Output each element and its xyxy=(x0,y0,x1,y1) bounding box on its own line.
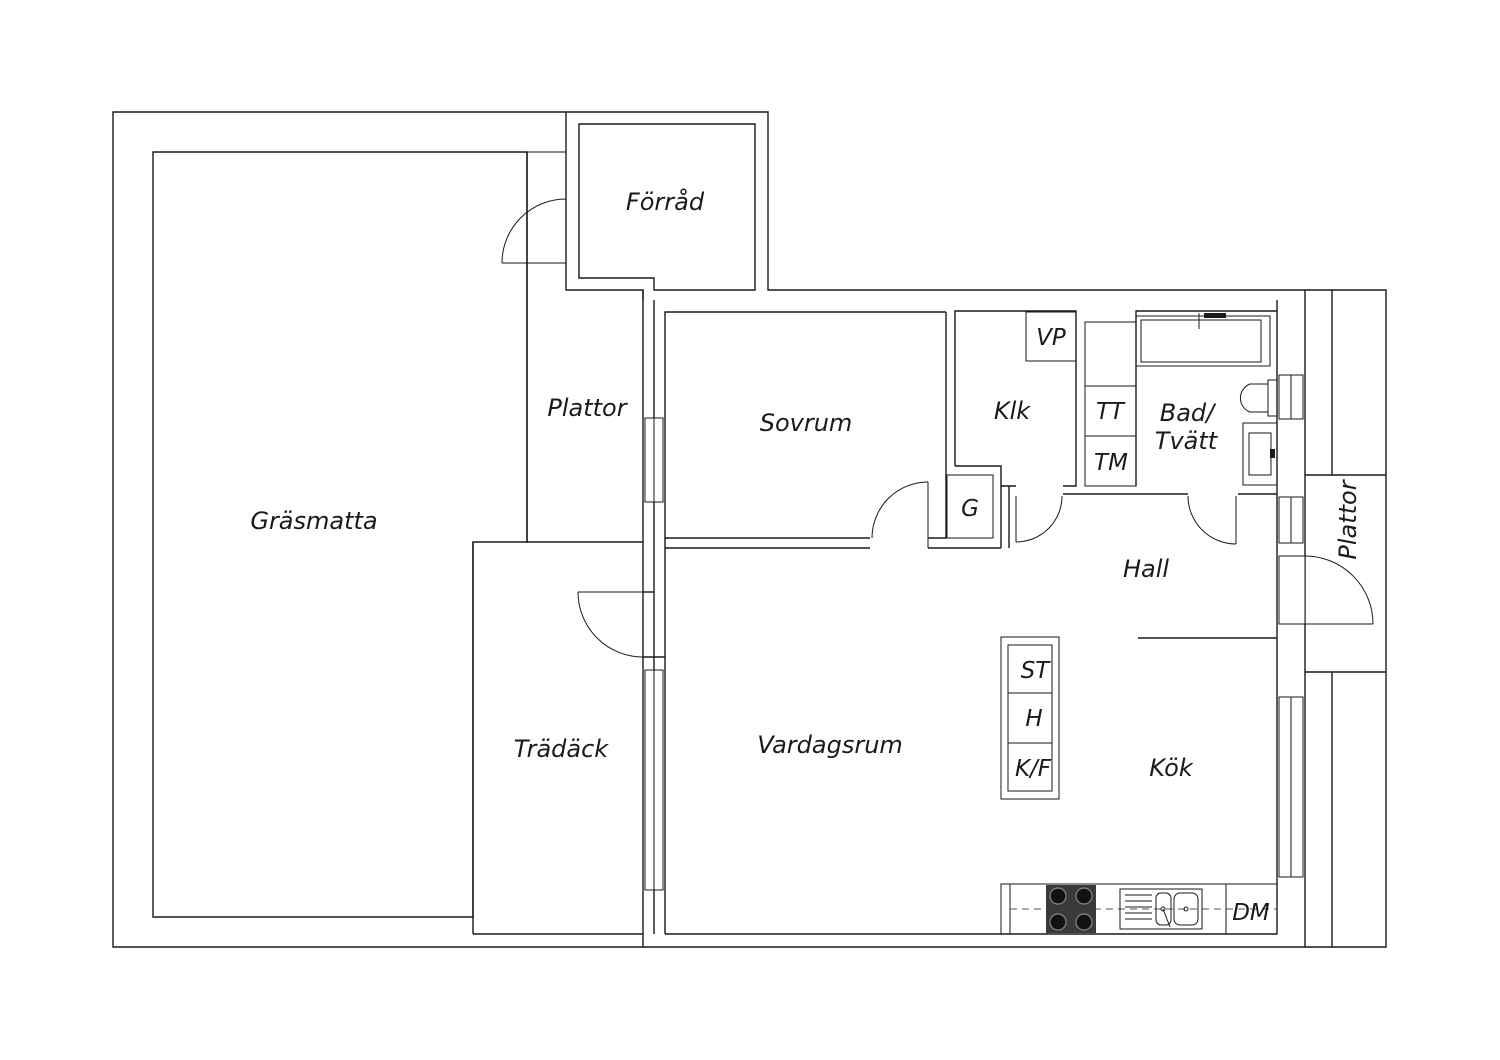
windows xyxy=(644,374,1304,891)
storage-room xyxy=(501,112,756,300)
room-labels: Förråd Plattor Gräsmatta Sovrum Klk VP G… xyxy=(250,187,1362,926)
sink-icon xyxy=(1119,888,1203,930)
deck xyxy=(472,542,665,935)
label-hall: Hall xyxy=(1123,555,1169,583)
stove-icon xyxy=(1046,885,1096,933)
label-dm: DM xyxy=(1232,900,1270,926)
label-tradack: Trädäck xyxy=(514,735,610,763)
walk-in-closet xyxy=(946,310,1077,548)
label-h: H xyxy=(1025,706,1042,732)
label-plattor-right: Plattor xyxy=(1334,478,1362,559)
label-tt: TT xyxy=(1096,399,1126,425)
bedroom xyxy=(665,312,1001,549)
label-forrad: Förråd xyxy=(626,187,705,216)
toilet-icon xyxy=(1239,379,1278,417)
hall xyxy=(1138,290,1386,947)
kitchen-counter xyxy=(1000,883,1278,935)
patio-left xyxy=(526,152,643,543)
label-bad-line1: Bad/ xyxy=(1160,399,1217,427)
label-tm: TM xyxy=(1094,450,1128,476)
label-st: ST xyxy=(1021,658,1052,684)
label-klk: Klk xyxy=(994,397,1031,425)
label-sovrum: Sovrum xyxy=(760,409,853,437)
label-plattor-left: Plattor xyxy=(547,394,628,422)
label-vp: VP xyxy=(1036,325,1066,351)
bathtub-icon xyxy=(1135,313,1271,367)
house-walls xyxy=(642,290,1306,947)
bathroom xyxy=(1063,310,1278,545)
plot-boundary xyxy=(112,111,1387,948)
label-grasmatta: Gräsmatta xyxy=(250,507,377,535)
label-kok: Kök xyxy=(1149,754,1194,782)
kitchen-island xyxy=(1000,636,1060,800)
label-vardagsrum: Vardagsrum xyxy=(757,731,903,759)
washbasin-icon xyxy=(1242,422,1278,486)
label-kf: K/F xyxy=(1015,756,1052,782)
label-bad-line2: Tvätt xyxy=(1155,427,1219,455)
label-g: G xyxy=(961,496,979,522)
